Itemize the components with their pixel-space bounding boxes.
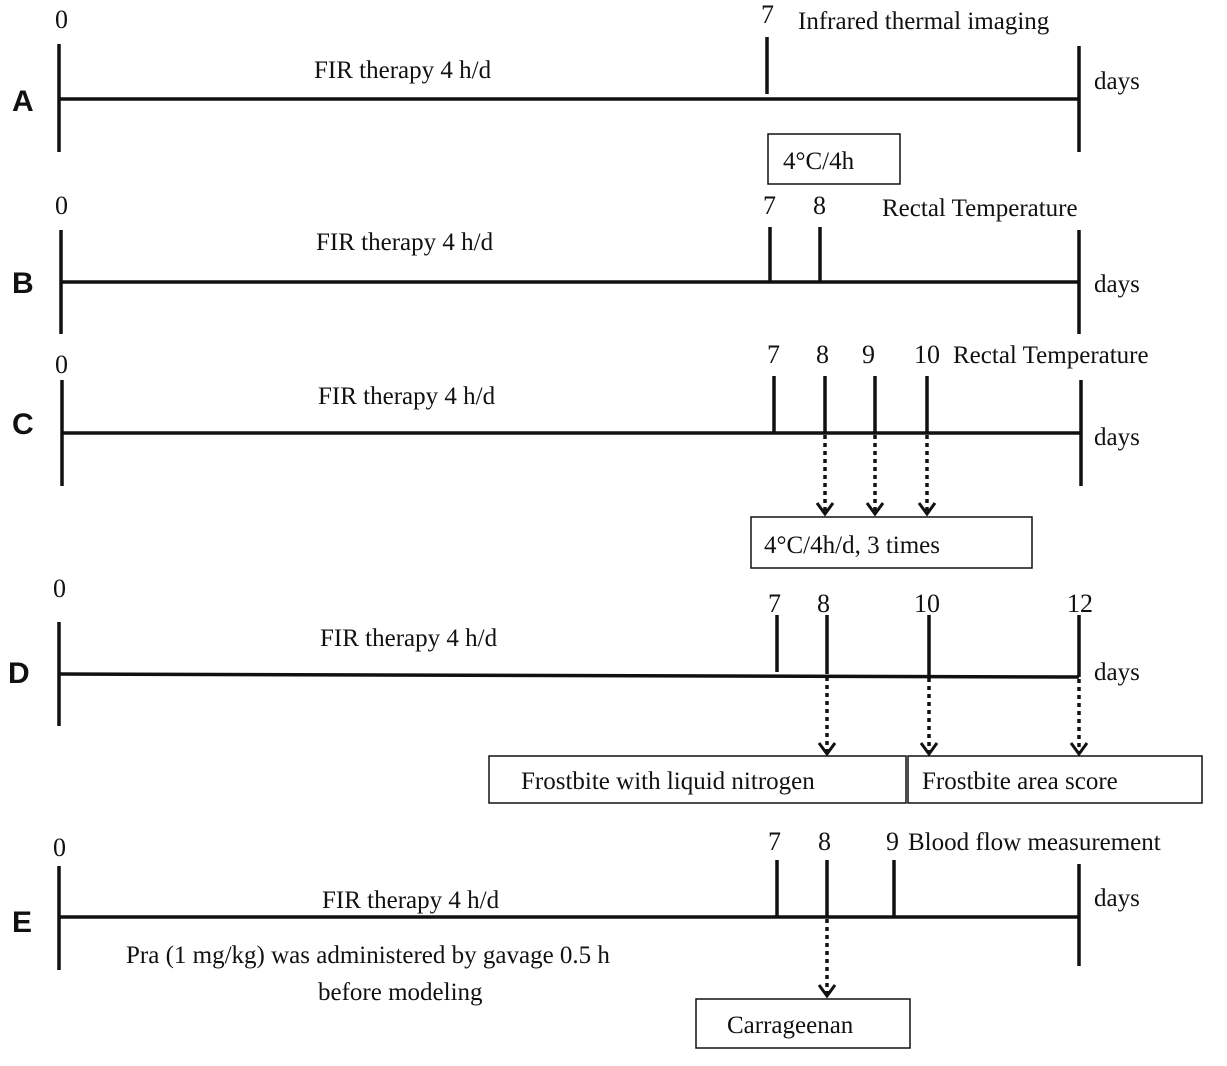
day-tick-label: 8: [816, 340, 829, 369]
day-tick-label: 7: [767, 340, 780, 369]
procedure-box: [488, 755, 907, 804]
start-day-label: 0: [55, 5, 68, 34]
arrow-head: [865, 502, 885, 517]
start-day-label: 0: [53, 833, 66, 862]
day-tick-label: 7: [768, 827, 781, 856]
arrow-head: [815, 502, 835, 517]
day-tick-label: 8: [818, 827, 831, 856]
panel-letter: E: [12, 906, 32, 939]
panel-letter: B: [12, 267, 34, 300]
panel-letter: A: [12, 85, 34, 118]
start-day-label: 0: [53, 574, 66, 603]
condition-box: [767, 133, 901, 185]
unit-label: days: [1094, 885, 1140, 912]
day-tick-label: 9: [862, 340, 875, 369]
arrow-head: [817, 742, 837, 757]
unit-label: days: [1094, 659, 1140, 686]
model-box-label: Carrageenan: [727, 1012, 854, 1039]
day-tick-label: 10: [914, 589, 940, 618]
day-tick-label: 8: [813, 191, 826, 220]
procedure-box-label: Frostbite with liquid nitrogen: [521, 768, 815, 795]
unit-label: days: [1094, 68, 1140, 95]
day-tick-label: 8: [817, 589, 830, 618]
start-day-label: 0: [55, 191, 68, 220]
therapy-label: FIR therapy 4 h/d: [318, 383, 496, 410]
arrow-head: [817, 984, 837, 999]
arrow-head: [919, 742, 939, 757]
model-box: [695, 998, 911, 1049]
condition-box-label: 4°C/4h/d, 3 times: [764, 532, 940, 559]
panel-e: E 0 FIR therapy 4 h/d days 7 8 9 Blood f…: [12, 827, 1161, 1049]
therapy-label: FIR therapy 4 h/d: [320, 625, 498, 652]
event-label: Rectal Temperature: [953, 342, 1149, 369]
event-label: Blood flow measurement: [908, 829, 1161, 856]
day-tick-label: 7: [768, 589, 781, 618]
day-tick-label: 12: [1067, 589, 1093, 618]
condition-box-label: 4°C/4h: [783, 148, 855, 175]
panel-a: A 0 FIR therapy 4 h/d days 7 Infrared th…: [12, 0, 1140, 185]
timeline-axis: [58, 672, 1080, 679]
panel-letter: C: [12, 408, 34, 441]
arrow-head: [917, 502, 937, 517]
start-day-label: 0: [55, 350, 68, 379]
score-box: [907, 755, 1203, 804]
day-tick-label: 7: [763, 191, 776, 220]
panel-b: B 0 FIR therapy 4 h/d days 7 8 Rectal Te…: [12, 191, 1140, 334]
therapy-label: FIR therapy 4 h/d: [322, 887, 500, 914]
day-tick-label: 7: [761, 0, 774, 29]
unit-label: days: [1094, 424, 1140, 451]
panel-d: D 0 FIR therapy 4 h/d days 7 8 10 12 Fro…: [8, 574, 1203, 804]
panel-letter: D: [8, 657, 30, 690]
condition-box: [750, 516, 1033, 569]
event-label: Rectal Temperature: [882, 195, 1078, 222]
panel-c: C 0 FIR therapy 4 h/d days 7 8 9 10 Rect…: [12, 340, 1149, 569]
day-tick-label: 9: [886, 827, 899, 856]
arrow-head: [1069, 742, 1089, 757]
therapy-label: FIR therapy 4 h/d: [314, 57, 492, 84]
treatment-note-line2: before modeling: [318, 979, 483, 1006]
therapy-label: FIR therapy 4 h/d: [316, 229, 494, 256]
day-tick-label: 10: [914, 340, 940, 369]
score-box-label: Frostbite area score: [922, 768, 1118, 795]
treatment-note-line1: Pra (1 mg/kg) was administered by gavage…: [126, 942, 610, 969]
unit-label: days: [1094, 271, 1140, 298]
event-label: Infrared thermal imaging: [798, 8, 1050, 35]
